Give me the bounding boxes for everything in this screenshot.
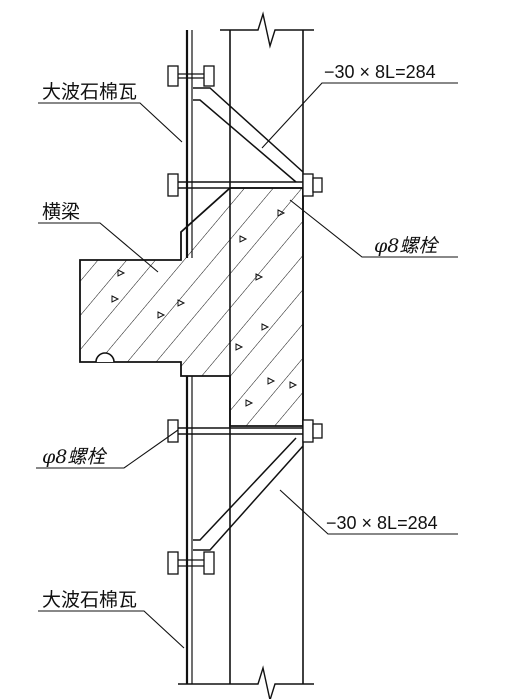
flat-bar-upper	[193, 87, 304, 183]
break-line-bottom	[178, 665, 314, 699]
bolt-lower-1	[167, 419, 323, 443]
label-bolt-right: φ8螺栓	[374, 235, 439, 257]
bolt-upper-2	[167, 173, 323, 197]
bolt-upper-1	[167, 65, 215, 87]
label-sheet-bottom: 大波石棉瓦	[42, 589, 137, 611]
break-line-top	[220, 11, 314, 49]
label-beam: 横梁	[42, 201, 80, 223]
leader-lines	[36, 82, 458, 649]
label-sheet-top: 大波石棉瓦	[42, 81, 137, 103]
flat-bar-lower	[193, 437, 304, 551]
bolt-lower-2	[167, 551, 215, 575]
label-plate-top: −30 × 8L=284	[324, 62, 436, 82]
crossbeam-concrete	[79, 187, 304, 427]
label-bolt-left: φ8螺栓	[42, 446, 107, 468]
label-plate-bottom: −30 × 8L=284	[326, 513, 438, 533]
